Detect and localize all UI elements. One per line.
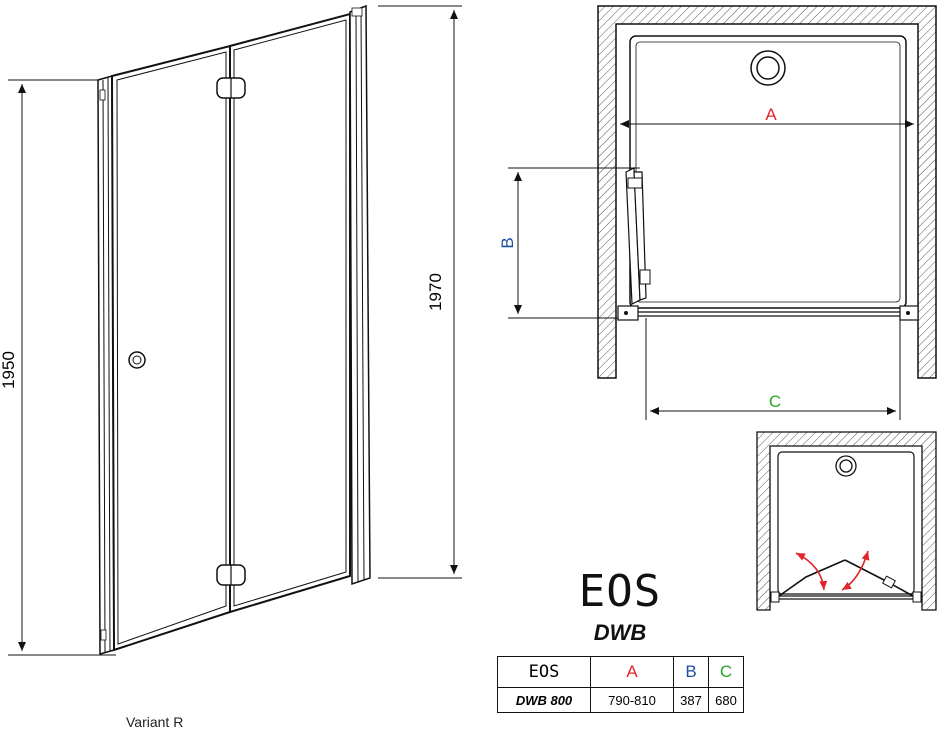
dimension-1970: 1970 — [378, 5, 462, 579]
drain-icon — [835, 455, 857, 477]
hinge-icon — [216, 77, 246, 99]
swing-arrow-icon — [841, 550, 870, 591]
dimension-a: A — [620, 105, 914, 128]
dimension-c: C — [645, 318, 901, 420]
door-knob-icon — [128, 351, 146, 369]
dimension-b: B — [498, 167, 640, 319]
spec-header-b: B — [673, 656, 709, 688]
spec-cell-b: 387 — [673, 687, 709, 713]
dimension-1950: 1950 — [0, 79, 116, 656]
threshold — [617, 305, 919, 321]
dimension-b-label: B — [498, 237, 517, 248]
spec-table: EOS A B C DWB 800 790-810 387 680 — [497, 656, 744, 713]
spec-header-a: A — [590, 656, 674, 688]
swing-view — [756, 431, 937, 611]
hinge-icon — [216, 564, 246, 586]
dimension-1970-label: 1970 — [426, 273, 445, 311]
drain-icon — [750, 50, 786, 86]
spec-cell-a: 790-810 — [590, 687, 674, 713]
dimension-1950-label: 1950 — [0, 351, 18, 389]
dimension-a-label: A — [765, 105, 777, 124]
swing-arrow-icon — [795, 552, 828, 591]
product-model: DWB — [593, 620, 647, 645]
plan-view: A B C — [498, 5, 937, 420]
product-name: EOS — [578, 566, 662, 617]
dimension-c-label: C — [769, 392, 781, 411]
wall-hatching-small — [756, 431, 937, 611]
door-panel-right — [229, 12, 351, 614]
table-row: DWB 800 790-810 387 680 — [497, 687, 744, 713]
front-view: 1950 1970 — [0, 4, 462, 656]
spec-header-name: EOS — [497, 656, 591, 688]
spec-cell-c: 680 — [708, 687, 744, 713]
spec-table-header: EOS A B C — [497, 656, 744, 688]
door-panel-left — [110, 44, 231, 652]
variant-label: Variant R — [126, 714, 184, 730]
spec-header-c: C — [708, 656, 744, 688]
folded-door — [625, 167, 651, 305]
spec-cell-model: DWB 800 — [497, 687, 591, 713]
wall-hatching — [597, 5, 937, 379]
right-wall-profile — [349, 4, 371, 586]
